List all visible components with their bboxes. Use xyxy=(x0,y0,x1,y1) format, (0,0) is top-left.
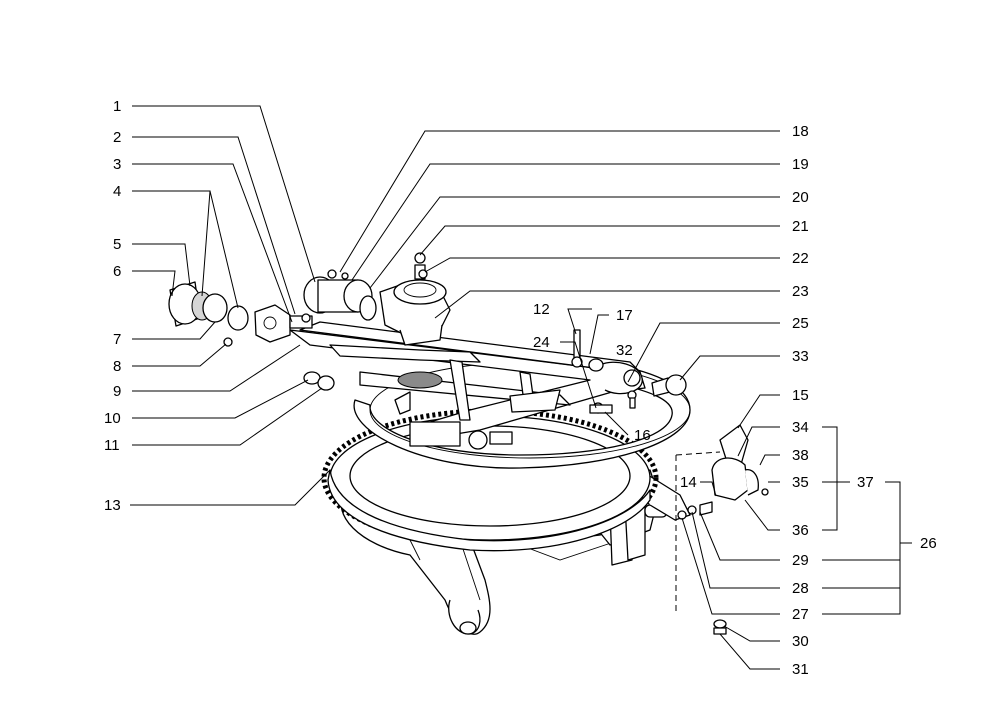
callout-2: 2 xyxy=(113,129,121,146)
callout-30: 30 xyxy=(792,633,809,650)
callout-5: 5 xyxy=(113,236,121,253)
callout-12: 12 xyxy=(533,301,550,318)
callout-38: 38 xyxy=(792,447,809,464)
callout-34: 34 xyxy=(792,419,809,436)
callout-33: 33 xyxy=(792,348,809,365)
callout-20: 20 xyxy=(792,189,809,206)
main-frame xyxy=(289,321,646,450)
callout-35: 35 xyxy=(792,474,809,491)
callout-36: 36 xyxy=(792,522,809,539)
callout-27: 27 xyxy=(792,606,809,623)
callout-26: 26 xyxy=(920,535,937,552)
callout-32: 32 xyxy=(616,342,633,359)
callout-16: 16 xyxy=(634,427,651,444)
callout-21: 21 xyxy=(792,218,809,235)
callout-31: 31 xyxy=(792,661,809,678)
callout-18: 18 xyxy=(792,123,809,140)
callout-9: 9 xyxy=(113,383,121,400)
callout-3: 3 xyxy=(113,156,121,173)
callout-6: 6 xyxy=(113,263,121,280)
callout-1: 1 xyxy=(113,98,121,115)
callout-23: 23 xyxy=(792,283,809,300)
callout-37: 37 xyxy=(857,474,874,491)
callout-19: 19 xyxy=(792,156,809,173)
callout-15: 15 xyxy=(792,387,809,404)
callout-22: 22 xyxy=(792,250,809,267)
callout-14: 14 xyxy=(680,474,697,491)
assembly-drawing xyxy=(168,252,769,635)
callout-25: 25 xyxy=(792,315,809,332)
leader-lines xyxy=(130,105,912,670)
callout-13: 13 xyxy=(104,497,121,514)
callout-10: 10 xyxy=(104,410,121,427)
callout-17: 17 xyxy=(616,307,633,324)
right-parts xyxy=(571,329,769,635)
callout-labels: 1 2 3 4 5 6 7 8 9 10 11 13 18 19 20 21 2… xyxy=(104,98,937,678)
motor xyxy=(303,269,377,321)
callout-28: 28 xyxy=(792,580,809,597)
callout-24: 24 xyxy=(533,334,550,351)
callout-7: 7 xyxy=(113,331,121,348)
callout-4: 4 xyxy=(113,183,121,200)
callout-11: 11 xyxy=(104,437,120,454)
callout-8: 8 xyxy=(113,358,121,375)
gearbox xyxy=(379,252,451,346)
callout-29: 29 xyxy=(792,552,809,569)
